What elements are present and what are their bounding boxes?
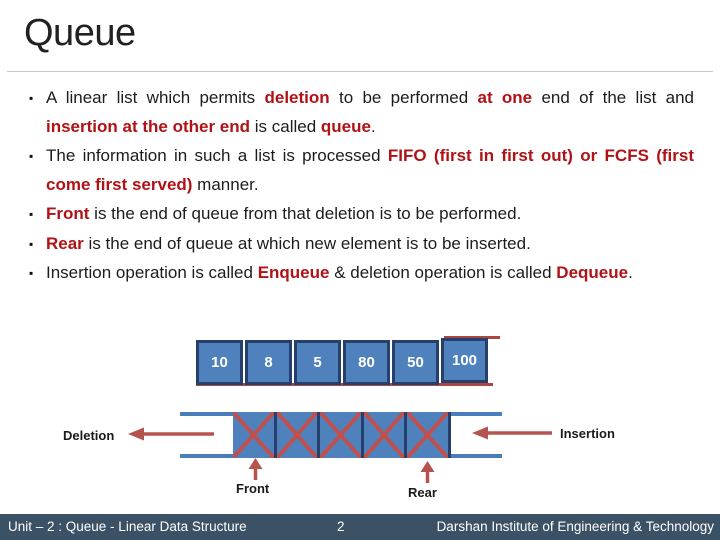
crossed-cell xyxy=(407,412,451,458)
page-title: Queue xyxy=(24,12,136,54)
footer-unit-text: Unit – 2 : Queue - Linear Data Structure xyxy=(8,519,247,534)
queue-top-accent-line xyxy=(444,336,500,339)
body-text: & deletion operation is called xyxy=(329,263,557,282)
body-text: end of the list and xyxy=(532,88,694,107)
bullet-square-icon: ▪ xyxy=(29,266,34,280)
queue-cell: 50 xyxy=(392,340,439,385)
bullet-item: ▪ Front is the end of queue from that del… xyxy=(28,200,694,229)
bullet-item: ▪ A linear list which permits deletion to… xyxy=(28,84,694,141)
bullet-item: ▪ The information in such a list is proce… xyxy=(28,142,694,199)
highlighted-term: FIFO (first in first out) or FCFS (first… xyxy=(46,146,694,194)
front-arrow-icon xyxy=(248,458,263,480)
footer-page-number: 2 xyxy=(337,519,345,534)
highlighted-term: at one xyxy=(477,88,533,107)
footer-institute-text: Darshan Institute of Engineering & Techn… xyxy=(436,519,714,534)
rear-label: Rear xyxy=(408,485,437,500)
highlighted-term: deletion xyxy=(264,88,330,107)
bullet-square-icon: ▪ xyxy=(29,149,34,163)
rear-arrow-icon xyxy=(420,461,435,483)
crossed-cell xyxy=(276,412,321,458)
queue-cell: 10 xyxy=(196,340,243,385)
queue-cell: 80 xyxy=(343,340,390,385)
highlighted-term: insertion at the other end xyxy=(46,116,251,136)
crossed-cell xyxy=(320,412,364,458)
queue-cell: 5 xyxy=(294,340,341,385)
highlighted-term: queue xyxy=(320,116,371,136)
body-text: The information in such a list is proces… xyxy=(46,146,388,165)
highlighted-term: Dequeue xyxy=(556,263,629,282)
crossed-cell xyxy=(363,412,408,458)
queue-cell: 100 xyxy=(441,338,488,383)
body-text: is the end of queue at which new element… xyxy=(83,233,531,253)
footer-bar: Unit – 2 : Queue - Linear Data Structure… xyxy=(0,514,720,540)
body-text: . xyxy=(370,116,376,136)
bullet-list: ▪ A linear list which permits deletion to… xyxy=(28,84,694,289)
highlighted-term: Front xyxy=(46,204,90,223)
body-text: is called xyxy=(250,116,321,136)
bullet-square-icon: ▪ xyxy=(29,207,34,221)
highlighted-term: Rear xyxy=(46,233,84,253)
title-divider xyxy=(7,71,713,72)
queue-cell: 8 xyxy=(245,340,292,385)
deletion-arrow-icon xyxy=(128,427,214,441)
body-text: to be performed xyxy=(329,88,478,107)
crossed-cell xyxy=(233,412,277,458)
bullet-square-icon: ▪ xyxy=(29,91,34,105)
body-text: manner. xyxy=(192,174,259,194)
bullet-item: ▪ Rear is the end of queue at which new e… xyxy=(28,230,694,259)
front-label: Front xyxy=(236,481,270,496)
body-text: A linear list which permits xyxy=(46,88,265,107)
deletion-label: Deletion xyxy=(63,428,115,443)
body-text: is the end of queue from that deletion i… xyxy=(89,204,522,223)
bullet-square-icon: ▪ xyxy=(29,236,34,251)
insertion-arrow-icon xyxy=(472,426,552,440)
crossed-strip xyxy=(233,412,451,458)
body-text: . xyxy=(628,263,633,282)
highlighted-term: Enqueue xyxy=(257,263,330,282)
insertion-label: Insertion xyxy=(560,426,615,441)
body-text: Insertion operation is called xyxy=(46,263,258,282)
bullet-item: ▪ Insertion operation is called Enqueue &… xyxy=(28,259,694,288)
